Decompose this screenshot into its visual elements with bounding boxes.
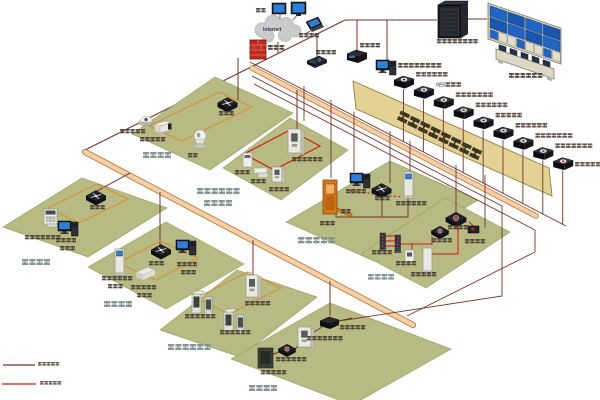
svg-text:Internet: Internet [263, 27, 282, 33]
svg-text:B: B [442, 83, 446, 89]
svg-text:E: E [439, 83, 443, 89]
svg-text:W: W [436, 83, 441, 89]
